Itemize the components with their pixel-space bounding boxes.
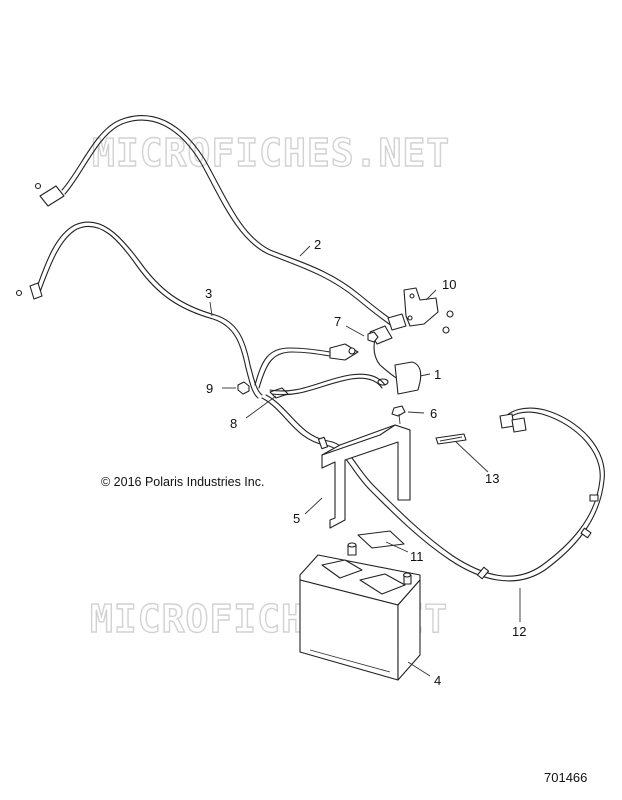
cable-2-right-terminal (387, 313, 407, 331)
part-8-clip (269, 387, 289, 399)
part-10-bracket (403, 287, 454, 334)
callout-6: 6 (430, 406, 437, 421)
leader-lines (209, 245, 521, 677)
callout-10: 10 (442, 277, 456, 292)
part-5-bracket (321, 424, 411, 529)
callout-5: 5 (293, 511, 300, 526)
copyright-text: © 2016 Polaris Industries Inc. (101, 475, 264, 489)
callout-9: 9 (206, 381, 213, 396)
callout-4: 4 (434, 673, 441, 688)
part-7-nut (367, 331, 379, 343)
watermark-top: MICROFICHES.NET (92, 131, 450, 175)
cable-2 (34, 115, 407, 331)
callout-7: 7 (334, 314, 341, 329)
cable-3-left-terminal (29, 282, 43, 300)
cable-7-harness (254, 343, 359, 389)
harness-12 (261, 373, 605, 582)
cable-3 (15, 221, 263, 399)
figure-number: 701466 (544, 770, 587, 785)
callout-3: 3 (205, 286, 212, 301)
callouts: 1 2 3 4 5 6 7 8 9 10 11 12 13 (205, 237, 526, 688)
callout-1: 1 (434, 367, 441, 382)
part-11-label (357, 530, 405, 549)
part-9-bolt (237, 381, 250, 395)
callout-12: 12 (512, 624, 526, 639)
callout-2: 2 (314, 237, 321, 252)
callout-11: 11 (410, 549, 424, 564)
cable-2-left-terminal (39, 185, 65, 207)
part-13-strap (435, 433, 467, 445)
callout-8: 8 (230, 416, 237, 431)
part-4-battery (299, 542, 421, 681)
part-6-screw (391, 405, 406, 425)
callout-13: 13 (485, 471, 499, 486)
